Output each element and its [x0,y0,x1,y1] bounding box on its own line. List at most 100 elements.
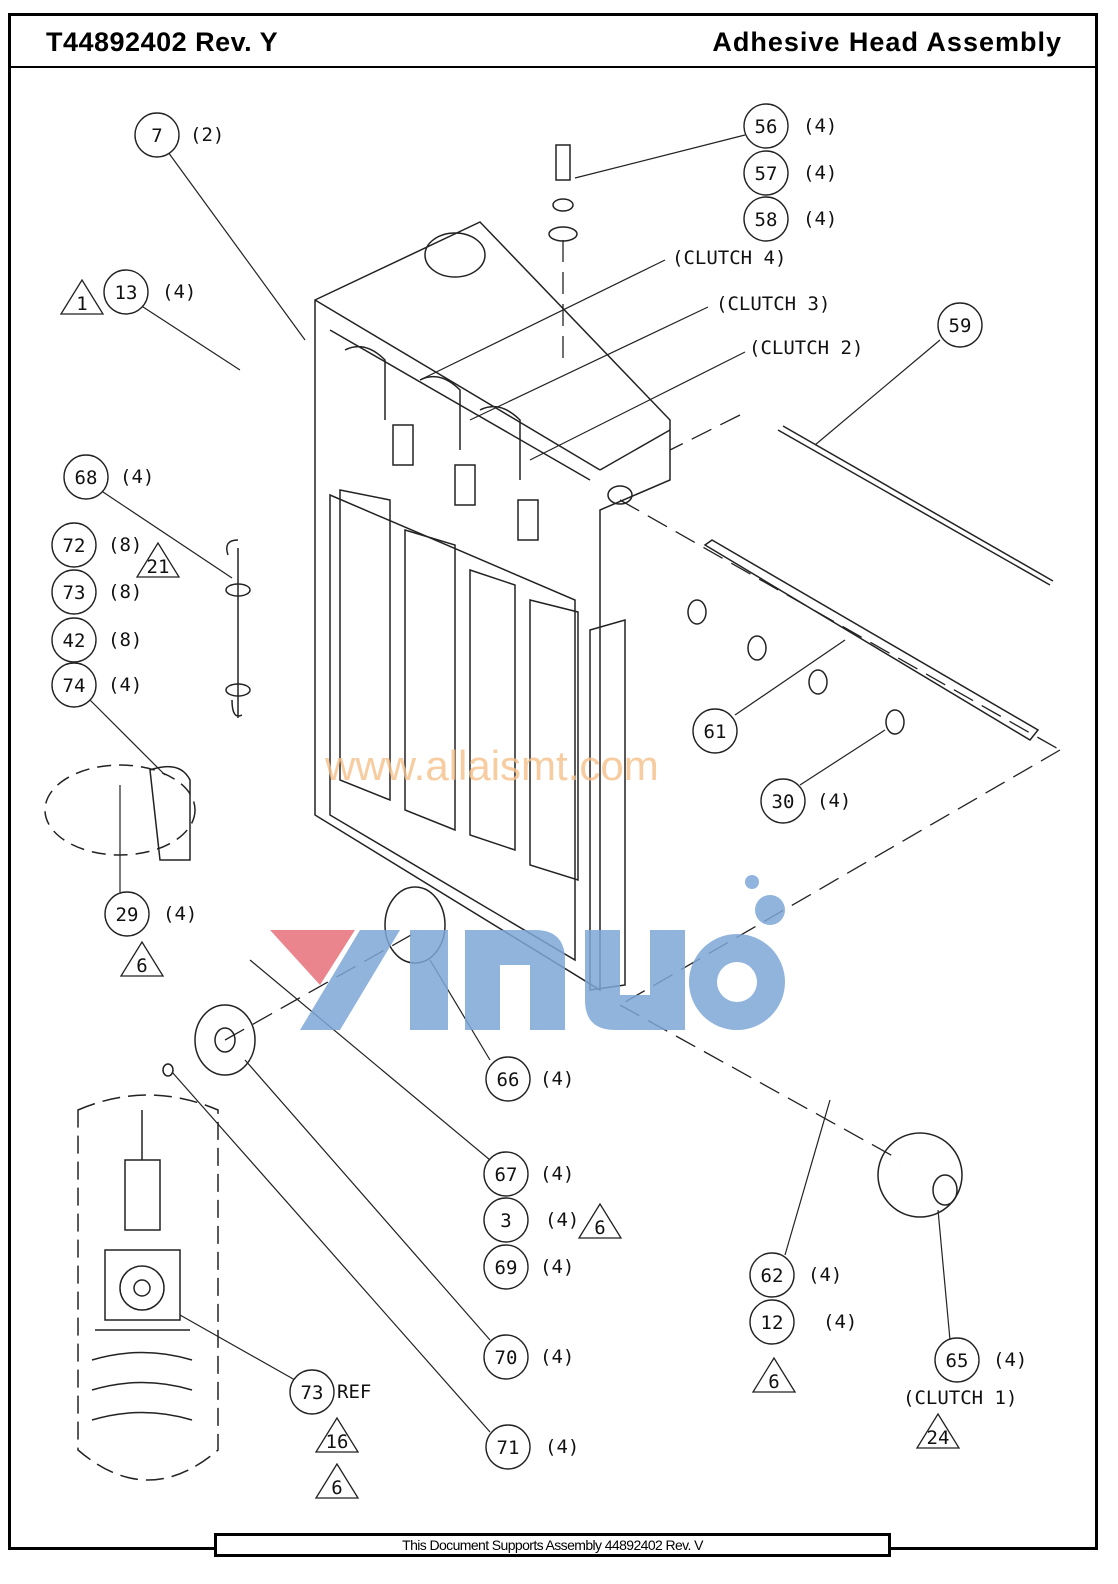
main-frame [314,221,671,992]
xinuo-logo [270,875,785,1030]
item-quantity: (8) [108,581,142,603]
item-number: 74 [63,675,86,697]
callout-balloon-3: 3 (4) 6 [483,1197,623,1243]
detail-view-outline [77,1094,219,1481]
footer-note: This Document Supports Assembly 44892402… [214,1533,891,1557]
item-quantity: (4) [162,281,196,303]
callout-balloon-68: 68 (4) [63,454,154,500]
callout-balloon-73: 73 (8) [51,569,142,615]
spring-74 [149,765,191,861]
callout-balloon-71: 71 (4) [485,1424,579,1470]
clutch-label-4: (CLUTCH 4) [672,247,786,269]
item-number: 62 [761,1265,784,1287]
item-quantity: (4) [120,466,154,488]
clutch-label-3: (CLUTCH 3) [716,293,830,315]
revision-note-number: 6 [136,955,147,977]
callout-balloon-69: 69 (4) [483,1244,574,1290]
shaft-61 [703,539,1040,741]
item-quantity: (4) [803,115,837,137]
callout-balloon-7: 7 (2) [134,112,224,158]
drawing-title: Adhesive Head Assembly [712,27,1062,57]
item-number: 57 [755,163,778,185]
item-quantity: (4) [163,903,197,925]
callout-balloon-62: 62 (4) [749,1252,842,1298]
item-number: 73 [63,582,86,604]
callout-balloon-65: 65 (4) 24 [915,1337,1027,1449]
callout-balloon-72: 72(8)21 [51,522,181,578]
parts [44,144,1054,1481]
revision-note-number: 24 [927,1427,950,1449]
item-quantity: (4) [545,1209,579,1231]
revision-note-triangle: 16 [314,1416,360,1453]
callout-balloon-74: 74 (4) [51,662,142,708]
callout-balloon-57: 57 (4) [743,150,837,196]
revision-note-number: 6 [594,1217,605,1239]
callout-balloon-66: 66 (4) [485,1056,574,1102]
item-quantity: (4) [540,1068,574,1090]
revision-note-number: 1 [76,293,87,315]
callout-balloon-30: 30 (4) [760,778,851,824]
item-number: 30 [772,791,795,813]
item-quantity: (4) [540,1346,574,1368]
callout-balloon-42: 42 (8) [51,617,142,663]
item-number: 65 [946,1350,969,1372]
watermark-text: www.allaismt.com [324,742,659,789]
revision-note-triangle: 6 [314,1462,360,1499]
item-quantity: (4) [808,1264,842,1286]
item-quantity: (4) [803,162,837,184]
callout-balloon-29: 29(4)6 [104,891,197,977]
item-quantity: (4) [108,674,142,696]
item-number: 69 [495,1257,518,1279]
item-number: 70 [495,1347,518,1369]
item-quantity: (4) [993,1349,1027,1371]
callout-balloon-12: 12 (4) 6 [749,1299,857,1393]
item-number: 68 [75,467,98,489]
clutch-label-2: (CLUTCH 2) [749,337,863,359]
pulley-70 [194,1004,256,1076]
item-number: 67 [495,1164,518,1186]
item-number: 59 [949,315,972,337]
callout-balloon-67: 67 (4) [483,1151,574,1197]
shaft-59 [777,429,1051,586]
callout-balloon-61: 61 [692,708,738,754]
item-number: 56 [755,116,778,138]
revision-note-triangle: 6 [119,940,165,977]
item-number: 7 [151,125,162,147]
revision-note-number: 6 [768,1371,779,1393]
title-block: T44892402 Rev. Y Adhesive Head Assembly [8,13,1098,68]
item-quantity: (4) [817,790,851,812]
item-quantity: (4) [540,1163,574,1185]
item-number: 3 [500,1210,511,1232]
item-number: 13 [115,282,138,304]
revision-note-triangle: 24 [915,1412,961,1449]
revision-note-triangle: 21 [135,541,181,578]
item-number: 12 [761,1312,784,1334]
item-number: 42 [63,630,86,652]
spring-68 [226,539,243,718]
item-number: 66 [497,1069,520,1091]
ring-71 [162,1063,174,1077]
revision-note-number: 16 [326,1431,349,1453]
item-quantity: (4) [545,1436,579,1458]
part-number: T44892402 Rev. Y [46,27,279,57]
item-quantity: (4) [803,208,837,230]
callout-balloon-13: 13 (4) 1 [59,269,196,315]
item-number: 71 [497,1437,520,1459]
callout-balloon-70: 70 (4) [483,1334,574,1380]
revision-note-number: 6 [331,1477,342,1499]
item-quantity: (4) [823,1311,857,1333]
clutch-65 [877,1132,963,1218]
item-quantity: (4) [540,1256,574,1278]
callout-balloon-59: 59 [937,302,983,348]
revision-note-triangle: 6 [577,1202,623,1239]
revision-note-triangle: 1 [59,278,105,315]
callout-balloon-56: 56 (4) [743,103,837,149]
item-number: 58 [755,209,778,231]
clutch-label-1: (CLUTCH 1) [903,1387,1017,1409]
item-number: 61 [704,721,727,743]
item-number: 73 [301,1382,324,1404]
item-quantity: (8) [108,629,142,651]
item-quantity: (2) [190,124,224,146]
